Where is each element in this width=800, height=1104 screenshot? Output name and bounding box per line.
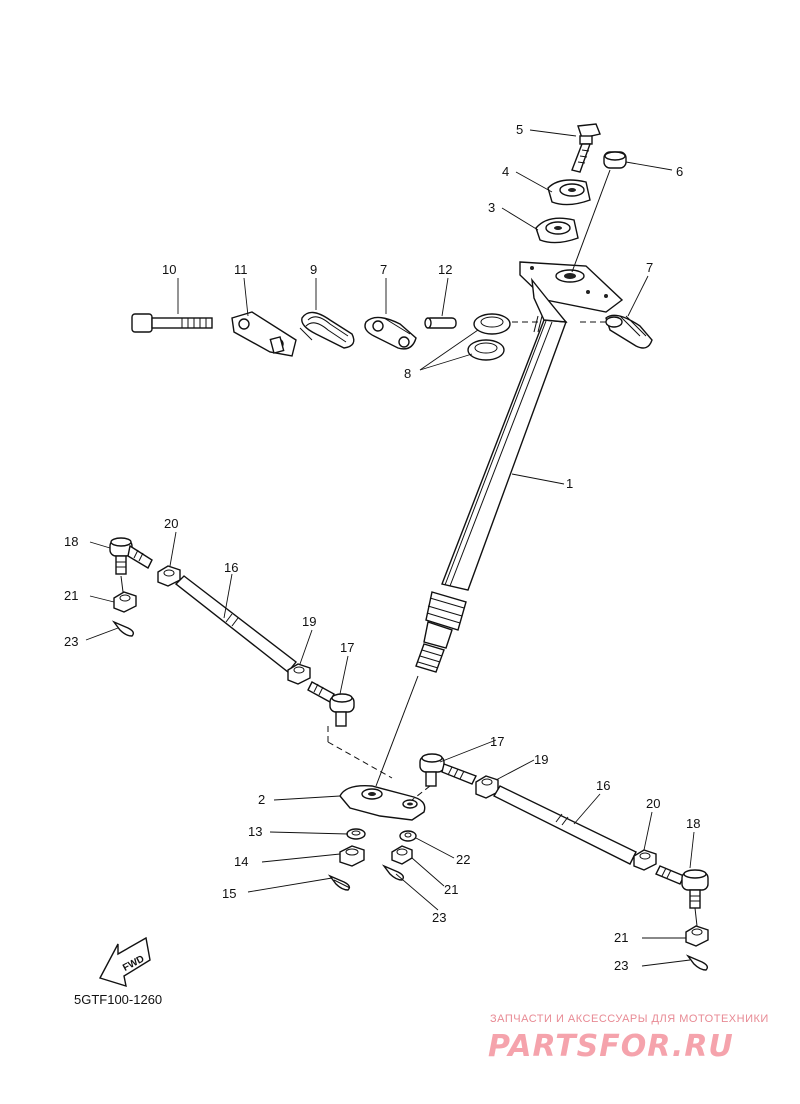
callout-9: 9 [310,262,317,277]
bolt-5 [571,123,601,173]
callout-17-left: 17 [340,640,354,655]
callout-22: 22 [456,852,470,867]
watermark-logo: PARTSFOR.RU [488,1029,734,1064]
tie-rod-end-18-left [109,537,153,575]
callout-6: 6 [676,164,683,179]
washer-13 [346,828,366,840]
cotter-pin-23-left [111,620,135,637]
callout-23-right: 23 [614,958,628,973]
pin-12 [424,317,457,329]
callout-5: 5 [516,122,523,137]
watermark-tagline: ЗАПЧАСТИ И АКСЕССУАРЫ ДЛЯ МОТОТЕХНИКИ [490,1013,769,1025]
callout-19-right: 19 [534,752,548,767]
callout-12: 12 [438,262,452,277]
callout-19-left: 19 [302,614,316,629]
handlebar-holder-lower [535,217,579,244]
callout-14: 14 [234,854,248,869]
cotter-pin-23-right [685,954,709,971]
callout-17-right: 17 [490,734,504,749]
callout-11: 11 [234,262,248,277]
tie-rod-16-right [493,785,637,865]
callout-15: 15 [222,886,236,901]
bushing-7-left [364,316,417,350]
callout-20-right: 20 [646,796,660,811]
callout-16-right: 16 [596,778,610,793]
oil-seals-8 [467,313,511,361]
nut-14 [339,845,365,867]
callout-16-left: 16 [224,560,238,575]
callout-21-center: 21 [444,882,458,897]
bolt-10 [131,313,213,333]
plate-11 [231,311,297,357]
callout-21-left: 21 [64,588,78,603]
callout-13: 13 [248,824,262,839]
callout-20-left: 20 [164,516,178,531]
cap-6 [603,151,627,169]
column-top-bracket [519,261,624,333]
callout-21-right: 21 [614,930,628,945]
callout-3: 3 [488,200,495,215]
nut-21-right [685,925,709,947]
nut-21-center [391,845,413,865]
fwd-arrow-icon: FWD [98,936,151,988]
tie-rod-end-18-right [655,865,709,909]
callout-10: 10 [162,262,176,277]
callout-4: 4 [502,164,509,179]
nut-19-right [475,775,499,799]
callout-2: 2 [258,792,265,807]
pitman-arm-2 [339,785,426,821]
nut-21-left [113,591,137,613]
tie-rod-end-17-right [419,753,477,787]
callout-18-left: 18 [64,534,78,549]
callout-7-left: 7 [380,262,387,277]
callout-1: 1 [566,476,573,491]
steering-shaft [415,319,567,673]
diagram-code: 5GTF100-1260 [74,992,162,1007]
callout-7-right: 7 [646,260,653,275]
leader-lines [85,129,695,967]
nut-20-left [157,565,181,587]
clip-9 [299,311,355,349]
handlebar-holder-upper [547,179,591,206]
tie-rod-16-left [174,575,297,673]
callout-23-left: 23 [64,634,78,649]
cotter-pin-15 [327,874,351,891]
callout-18-right: 18 [686,816,700,831]
tie-rod-end-17-left [307,681,355,727]
nut-19-left [287,663,311,685]
callout-8: 8 [404,366,411,381]
bushing-7-right [605,314,653,349]
callout-23-center: 23 [432,910,446,925]
nut-20-right [633,849,657,871]
washer-22 [399,830,417,842]
